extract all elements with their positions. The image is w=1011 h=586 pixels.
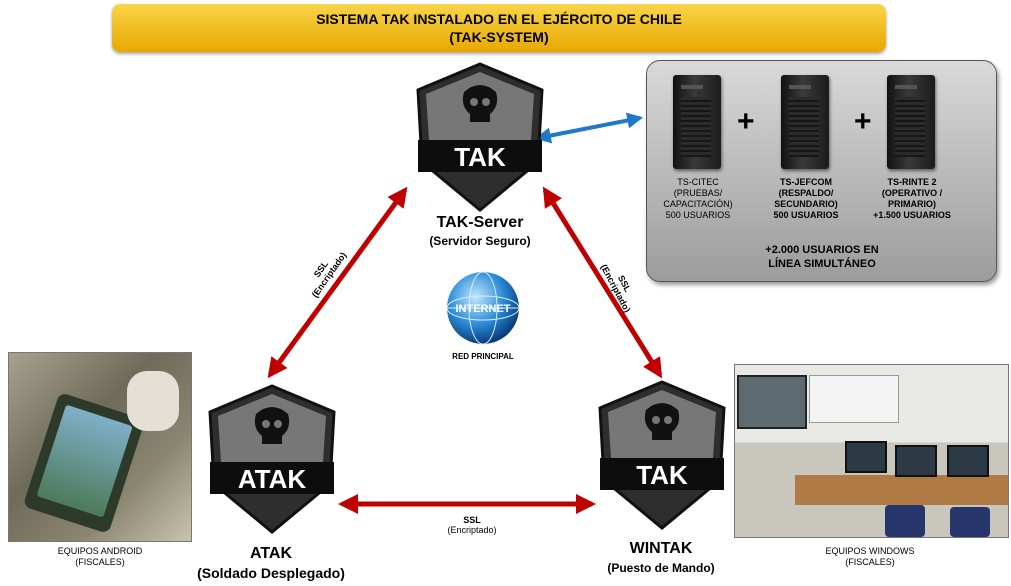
windows-room-photo: [734, 364, 1009, 538]
server-line: SECUNDARIO): [774, 199, 838, 209]
server-tower-icon: [673, 75, 721, 169]
server-line: 500 USUARIOS: [773, 210, 839, 220]
room-chair: [950, 507, 990, 537]
server-line: TS-JEFCOM: [779, 177, 832, 187]
title-banner: SISTEMA TAK INSTALADO EN EL EJÉRCITO DE …: [112, 4, 886, 52]
room-monitor: [895, 445, 937, 477]
android-label-line2: (FISCALES): [75, 557, 125, 567]
servers-total: +2.000 USUARIOS EN LÍNEA SIMULTÁNEO: [707, 243, 937, 271]
windows-label-line2: (FISCALES): [845, 557, 895, 567]
atak-subtitle: (Soldado Desplegado): [197, 565, 345, 581]
internet-globe-icon: INTERNET: [446, 271, 520, 345]
ssl-bottom-label: SSL (Encriptado): [432, 515, 512, 535]
title-line1: SISTEMA TAK INSTALADO EN EL EJÉRCITO DE …: [316, 11, 682, 27]
server-label-jefcom: TS-JEFCOM (RESPALDO/ SECUNDARIO) 500 USU…: [751, 177, 861, 221]
arrow-server-wintak: [542, 186, 663, 379]
arrow-server-atak: [267, 186, 408, 379]
wintak-shield-icon: TAK: [598, 380, 726, 530]
plus-icon: +: [854, 105, 872, 138]
tak-server-logo-text: TAK: [454, 142, 506, 172]
ssl-bottom-line1: SSL: [463, 515, 481, 525]
wintak-logo-text: TAK: [636, 460, 688, 490]
room-monitor: [845, 441, 887, 473]
server-line: (OPERATIVO /: [881, 188, 943, 198]
title-line2: (TAK-SYSTEM): [449, 29, 549, 45]
tablet-screen: [36, 404, 133, 518]
server-tower-icon: [887, 75, 935, 169]
server-line: TS-RINTE 2: [887, 177, 937, 187]
arrow-server-cluster: [534, 112, 644, 144]
windows-label: EQUIPOS WINDOWS (FISCALES): [790, 546, 950, 568]
android-device-photo: [8, 352, 192, 542]
server-cluster-panel: + + TS-CITEC (PRUEBAS/ CAPACITACIÓN) 500…: [646, 60, 997, 282]
tak-server-subtitle: (Servidor Seguro): [429, 234, 531, 248]
tak-server-name: TAK-Server: [436, 214, 524, 231]
glove-shape: [127, 371, 179, 431]
internet-label: RED PRINCIPAL: [452, 352, 514, 361]
server-label-citec: TS-CITEC (PRUEBAS/ CAPACITACIÓN) 500 USU…: [643, 177, 753, 221]
room-whiteboard: [809, 375, 899, 423]
internet-globe-text: INTERNET: [456, 303, 511, 315]
server-line: 500 USUARIOS: [665, 210, 731, 220]
atak-name: ATAK: [249, 545, 293, 562]
tak-server-shield-icon: TAK: [416, 62, 544, 212]
windows-label-line1: EQUIPOS WINDOWS: [825, 546, 915, 556]
servers-total-line2: LÍNEA SIMULTÁNEO: [768, 258, 876, 270]
wintak-name: WINTAK: [629, 540, 693, 557]
server-line: (RESPALDO/: [778, 188, 834, 198]
server-line: (PRUEBAS/: [673, 188, 723, 198]
server-tower-icon: [781, 75, 829, 169]
room-screen: [737, 375, 807, 429]
android-label-line1: EQUIPOS ANDROID: [57, 546, 143, 556]
server-label-rinte: TS-RINTE 2 (OPERATIVO / PRIMARIO) +1.500…: [857, 177, 967, 221]
room-chair: [885, 505, 925, 537]
atak-logo-text: ATAK: [238, 464, 307, 494]
atak-shield-icon: ATAK: [208, 384, 336, 534]
room-monitor: [947, 445, 989, 477]
servers-total-line1: +2.000 USUARIOS EN: [765, 244, 879, 256]
server-line: CAPACITACIÓN): [663, 199, 733, 209]
server-line: TS-CITEC: [677, 177, 719, 187]
plus-icon: +: [737, 105, 755, 138]
wintak-subtitle: (Puesto de Mando): [607, 561, 715, 575]
android-label: EQUIPOS ANDROID (FISCALES): [20, 546, 180, 568]
server-line: +1.500 USUARIOS: [873, 210, 951, 220]
ssl-bottom-line2: (Encriptado): [447, 525, 497, 535]
server-line: PRIMARIO): [888, 199, 936, 209]
room-desk: [795, 475, 1008, 505]
